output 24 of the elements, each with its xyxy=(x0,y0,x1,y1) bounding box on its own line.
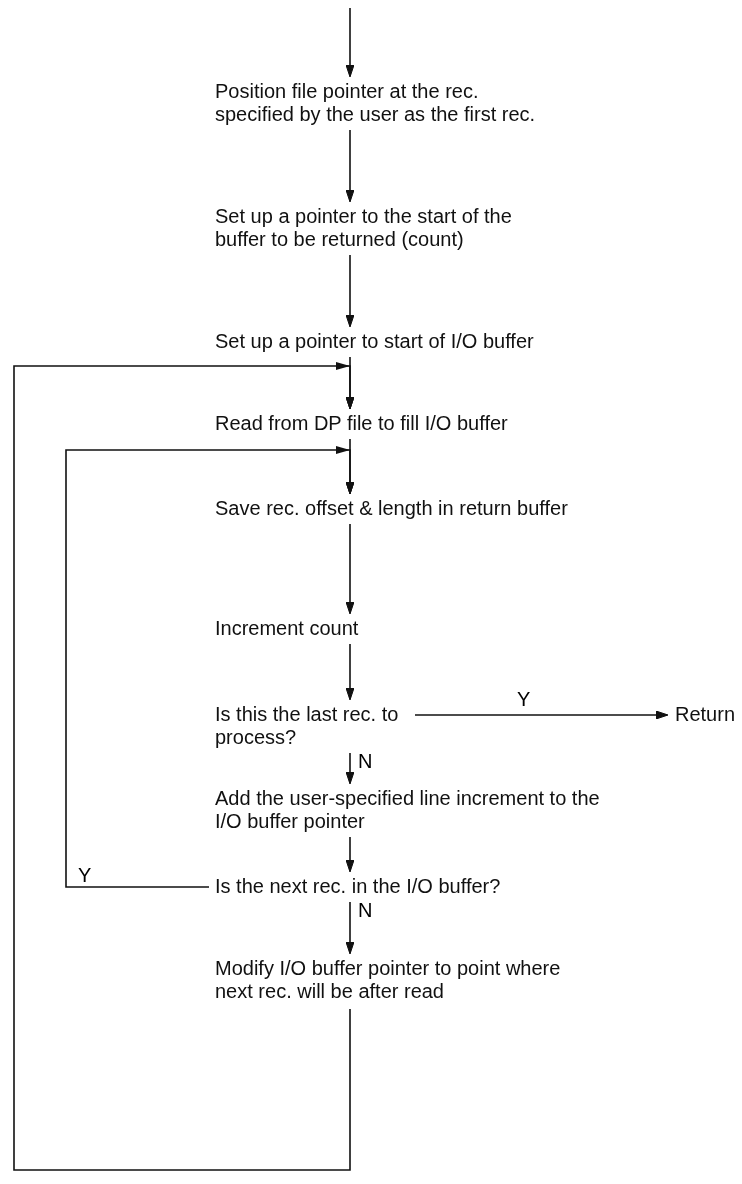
step-text: Modify I/O buffer pointer to point where next rec. will be after read xyxy=(215,957,570,1003)
step-text: Is the next rec. in the I/O buffer? xyxy=(215,875,675,898)
step-text: Set up a pointer to start of I/O buffer xyxy=(215,330,675,353)
arrow xyxy=(345,901,355,955)
step-text: Save rec. offset & length in return buffer xyxy=(215,497,615,520)
arrow xyxy=(345,523,355,615)
arrow xyxy=(13,362,355,1171)
arrow xyxy=(345,836,355,873)
arrow xyxy=(345,129,355,203)
step-text: Read from DP file to fill I/O buffer xyxy=(215,412,655,435)
arrow xyxy=(65,446,355,888)
edge-label: Y xyxy=(76,865,94,885)
step-text: Return xyxy=(675,703,742,726)
step-text: Position file pointer at the rec. specified by the user as the first rec. xyxy=(215,80,560,126)
arrow xyxy=(345,254,355,328)
step-text: Set up a pointer to the start of the buffer to be returned (count) xyxy=(215,205,565,251)
arrow xyxy=(345,7,355,78)
edge-label: Y xyxy=(515,689,533,709)
arrow xyxy=(345,752,355,785)
step-text: Is this the last rec. to process? xyxy=(215,703,405,749)
arrow xyxy=(414,710,669,720)
step-text: Add the user-specified line increment to the I/O buffer pointer xyxy=(215,787,605,833)
step-text: Increment count xyxy=(215,617,515,640)
arrow xyxy=(345,643,355,701)
